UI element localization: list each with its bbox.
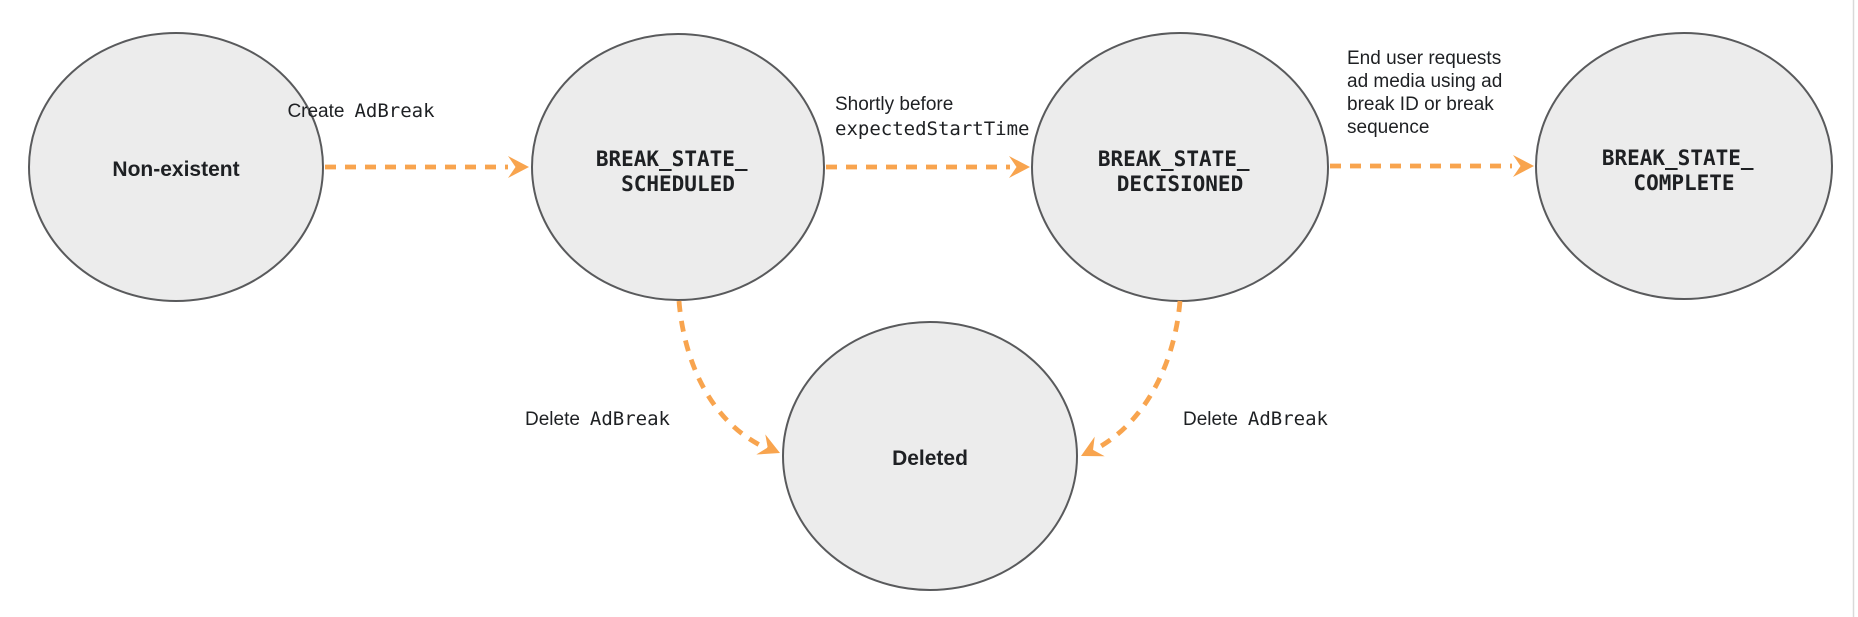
state-node-break-state-scheduled <box>531 33 825 301</box>
arrowhead-create-adbreak <box>508 156 529 178</box>
transition-label-delete-adbreak-left: Delete AdBreak <box>525 408 671 430</box>
state-label-break-state-scheduled: BREAK_STATE_ SCHEDULED <box>596 147 760 196</box>
transition-label-create-adbreak: Create AdBreak <box>287 100 435 122</box>
arrowhead-delete-from-decisioned <box>1081 436 1105 457</box>
transition-arrow-delete-from-scheduled <box>676 300 769 452</box>
state-label-deleted: Deleted <box>892 447 968 470</box>
transition-label-end-user-requests: End user requests ad media using ad brea… <box>1347 48 1508 138</box>
state-node-break-state-complete <box>1535 32 1833 300</box>
state-label-non-existent: Non-existent <box>112 158 239 181</box>
state-node-non-existent <box>28 32 324 302</box>
transition-label-shortly-before: Shortly before expectedStartTime <box>835 94 1029 140</box>
arrowhead-shortly-before <box>1009 156 1030 178</box>
state-node-deleted <box>782 321 1078 591</box>
transition-label-delete-adbreak-right: Delete AdBreak <box>1183 408 1329 430</box>
state-label-break-state-complete: BREAK_STATE_ COMPLETE <box>1602 146 1766 195</box>
transition-arrow-delete-from-decisioned <box>1090 300 1183 454</box>
state-label-break-state-decisioned: BREAK_STATE_ DECISIONED <box>1098 147 1262 196</box>
arrowhead-delete-from-scheduled <box>756 434 780 455</box>
arrowhead-end-user-requests <box>1513 155 1534 177</box>
